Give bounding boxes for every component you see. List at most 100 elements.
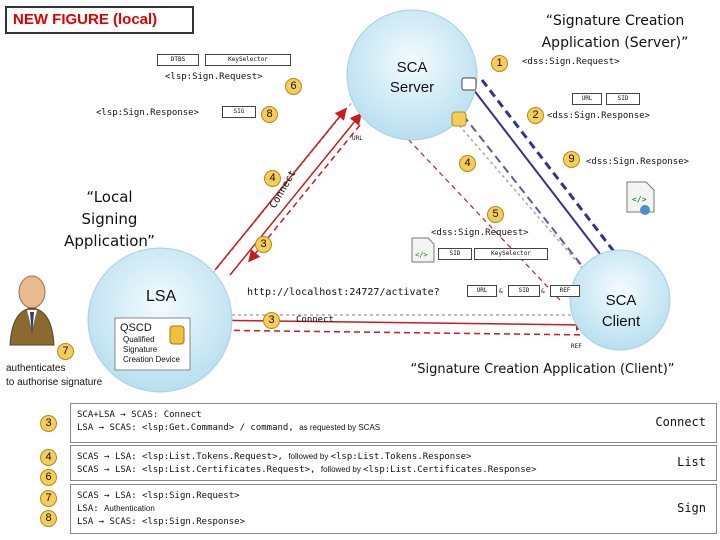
msg-amp-2: & <box>541 288 545 295</box>
qscd-label: QSCD <box>120 322 152 334</box>
step-line-from: SCAS <box>77 452 105 462</box>
step-line-text: LSA: <lsp:List.Tokens.Request>, <box>114 452 289 462</box>
arrow-lsa-to-scas-2 <box>229 112 362 276</box>
arrow-scac-lsa-bottom <box>197 324 591 337</box>
arrow-lsa-scac-bottom <box>199 318 588 331</box>
step-row-badge: 8 <box>40 510 57 527</box>
step-line-note: as requested by SCAS <box>299 423 381 432</box>
dtbs-tag: DTBS <box>157 54 199 66</box>
step-action-label: List <box>677 455 706 469</box>
keyselector-tag-top: KeySelector <box>205 54 291 66</box>
lsa-quote-line-2: Signing <box>81 210 138 228</box>
msg-dss-sign-response-right: <dss:Sign.Response> <box>547 111 650 121</box>
step-badge-3a: 3 <box>255 236 272 253</box>
arrow-icon: → <box>98 517 110 527</box>
step-line: LSA: Authentication <box>77 504 155 514</box>
sid-tag-right: SID <box>606 93 640 105</box>
arrow-icon: → <box>98 423 110 433</box>
arrow-icon: → <box>104 452 115 462</box>
sca-server-node <box>346 9 478 141</box>
step-line-text-2: <lsp:List.Tokens.Response> <box>330 452 472 462</box>
step-line-text: LSA: <lsp:Sign.Request> <box>114 491 240 501</box>
step-line-text: SCAS: <lsp:Get.Command> / command, <box>109 423 300 433</box>
step-line: LSA → SCAS: <lsp:Get.Command> / command,… <box>77 423 380 433</box>
step-line: LSA → SCAS: <lsp:Sign.Response> <box>77 517 245 527</box>
step-line-from: SCAS <box>77 465 105 475</box>
step-badge-9: 9 <box>563 151 580 168</box>
step-badge-4b: 4 <box>459 155 476 172</box>
step-badge-1: 1 <box>491 55 508 72</box>
msg-connect-3: Connect <box>296 315 334 325</box>
step-line-note: followed by <box>320 465 364 474</box>
step-action-label: Connect <box>655 415 706 429</box>
step-row-badge: 4 <box>40 449 57 466</box>
lsa-quote: “Local Signing Application” <box>52 186 167 252</box>
url-tag-right: URL <box>572 93 602 105</box>
request-badge <box>461 77 477 91</box>
msg-dss-sign-request-top: <dss:Sign.Request> <box>522 57 620 67</box>
xml-file-icon: </> <box>411 237 435 263</box>
step-line-note: followed by <box>288 452 331 461</box>
msg-dss-sign-response-9: <dss:Sign.Response> <box>586 157 689 167</box>
step-line: SCAS → LSA: <lsp:List.Tokens.Request>, f… <box>77 452 471 462</box>
step-badge-4a: 4 <box>264 170 281 187</box>
sca-server-label: SCA Server <box>389 59 435 96</box>
step-badge-3b: 3 <box>263 312 280 329</box>
step-line-from: SCA+LSA <box>77 410 121 420</box>
msg-lsp-sign-response: <lsp:Sign.Response> <box>96 108 199 118</box>
sca-client-node <box>569 249 671 351</box>
step-row: SCAS → LSA: <lsp:Sign.Request> LSA: Authe… <box>70 484 717 534</box>
arrow-lsa-to-scas <box>214 107 347 271</box>
step-line-text: SCAS: <lsp:Sign.Response> <box>109 517 245 527</box>
xml-document-icon: </> <box>626 181 655 215</box>
msg-amp-1: & <box>499 288 503 295</box>
arrow-scac-line-2 <box>480 79 634 276</box>
step-line-text: LSA: <lsp:List.Certificates.Request>, <box>114 465 321 475</box>
lsa-quote-line-1: “Local <box>86 188 133 206</box>
sid-tag-bottom: SID <box>508 285 540 297</box>
step-line-text-2: <lsp:List.Certificates.Response> <box>363 465 537 475</box>
lsa-quote-line-3: Application” <box>64 232 155 250</box>
ref-tag-bottom: REF <box>550 285 580 297</box>
diagram-canvas: </> </> <box>9 9 671 393</box>
step-badge-7: 7 <box>57 343 74 360</box>
step-badge-2: 2 <box>527 107 544 124</box>
response-badge <box>451 111 467 127</box>
svg-text:</>: </> <box>632 195 647 204</box>
sig-tag: SIG <box>222 106 256 118</box>
step-line-text: SCAS: Connect <box>131 410 202 420</box>
user-icon <box>9 275 55 346</box>
step-badge-5: 5 <box>487 206 504 223</box>
figure-title-box: NEW FIGURE (local) <box>5 6 194 34</box>
arrow-scac-line-3 <box>454 104 606 296</box>
url-tag-bottom: URL <box>467 285 497 297</box>
step-row-badge: 7 <box>40 490 57 507</box>
sca-client-label: SCA Client <box>601 292 641 330</box>
authenticates-label: authenticates to authorise signature <box>6 363 103 388</box>
msg-lsp-sign-request: <lsp:Sign.Request> <box>165 72 263 82</box>
step-action-label: Sign <box>677 501 706 515</box>
step-row-badge: 6 <box>40 469 57 486</box>
keyselector-tag-mid: KeySelector <box>474 248 548 260</box>
msg-dss-sign-request-mid: <dss:Sign.Request> <box>431 228 529 238</box>
sca-client-quote: “Signature Creation Application (Client)… <box>410 362 675 377</box>
sid-tag-mid: SID <box>438 248 472 260</box>
lsa-label: LSA <box>146 288 177 305</box>
step-line-note: Authentication <box>104 504 155 513</box>
arrow-icon: → <box>104 491 115 501</box>
sca-server-quote: “Signature Creation Application (Server)… <box>520 10 710 54</box>
msg-localhost-url: http://localhost:24727/activate? <box>247 287 440 298</box>
svg-text:</>: </> <box>415 251 428 259</box>
step-badge-6: 6 <box>285 78 302 95</box>
step-line-from: LSA <box>77 423 99 433</box>
step-row: SCAS → LSA: <lsp:List.Tokens.Request>, f… <box>70 445 717 481</box>
sca-server-quote-line-1: “Signature Creation <box>545 13 685 29</box>
sca-server-quote-line-2: Application (Server)” <box>541 35 689 51</box>
step-line-from: SCAS <box>77 491 105 501</box>
msg-url-label: URL <box>352 135 363 142</box>
step-line: SCAS → LSA: <lsp:List.Certificates.Reque… <box>77 465 536 475</box>
step-line-from: LSA: <box>77 504 105 514</box>
arrow-icon: → <box>104 465 115 475</box>
arrow-scac-line-1 <box>469 84 623 284</box>
